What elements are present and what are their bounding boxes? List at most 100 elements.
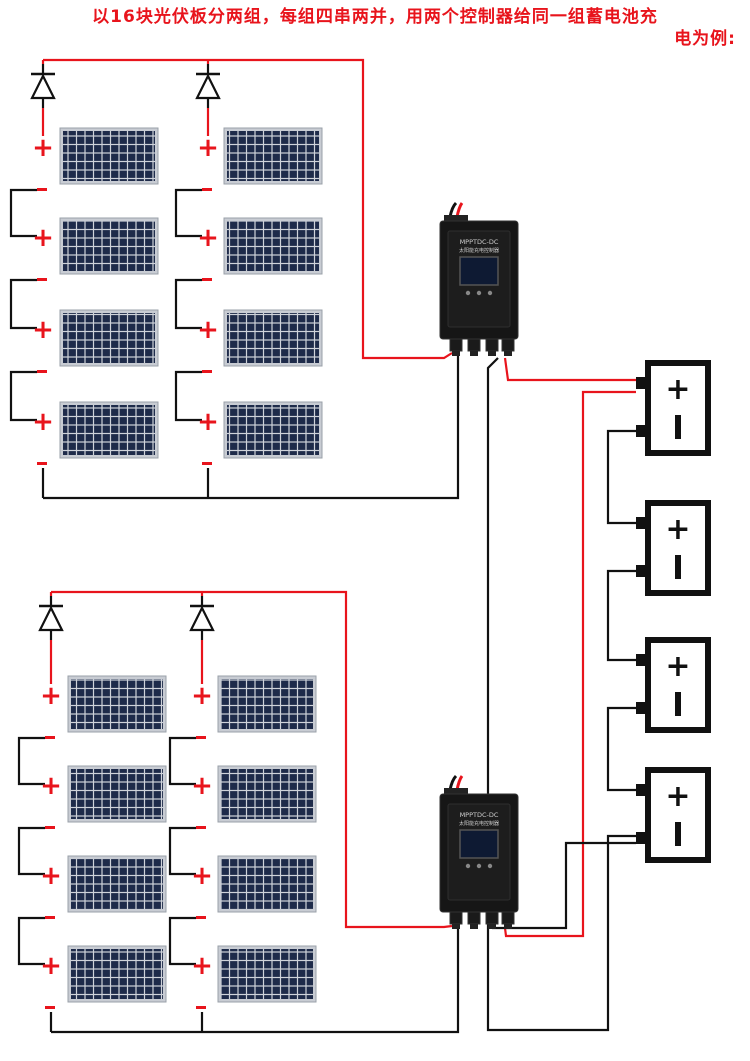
positive-sign: + bbox=[191, 771, 213, 801]
negative-sign bbox=[45, 736, 55, 739]
battery-minus-symbol bbox=[675, 692, 681, 716]
positive-sign: + bbox=[197, 315, 219, 345]
solar-panel-g1-c1-r1 bbox=[59, 127, 159, 185]
battery-4: + bbox=[636, 767, 711, 863]
battery-negative-terminal bbox=[636, 565, 648, 577]
blocking-diode-icon bbox=[189, 596, 215, 640]
caption-line-1: 以16块光伏板分两组，每组四串两并，用两个控制器给同一组蓄电池充 bbox=[92, 7, 658, 27]
battery-negative-wire bbox=[492, 841, 636, 930]
negative-sign bbox=[202, 188, 212, 191]
series-jumper-wire bbox=[174, 278, 202, 330]
positive-sign: + bbox=[32, 133, 54, 163]
negative-bus-wire bbox=[51, 928, 460, 1034]
series-jumper-wire bbox=[168, 916, 196, 966]
diagram-caption: 以16块光伏板分两组，每组四串两并，用两个控制器给同一组蓄电池充 电为例: bbox=[8, 6, 742, 50]
battery-negative-terminal bbox=[636, 702, 648, 714]
controller-model-label: MPPTDC-DC bbox=[460, 238, 499, 246]
series-jumper-wire bbox=[168, 826, 196, 876]
negative-sign bbox=[196, 1006, 206, 1009]
negative-sign bbox=[196, 736, 206, 739]
positive-sign: + bbox=[40, 861, 62, 891]
negative-sign bbox=[37, 370, 47, 373]
negative-bus-wire bbox=[43, 355, 460, 500]
battery-negative-terminal bbox=[636, 425, 648, 437]
controller-sub-label: 太阳能充电控制器 bbox=[459, 247, 499, 254]
positive-sign: + bbox=[40, 951, 62, 981]
caption-line-2: 电为例: bbox=[674, 29, 736, 49]
positive-sign: + bbox=[197, 223, 219, 253]
positive-sign: + bbox=[197, 133, 219, 163]
controller-display bbox=[459, 256, 499, 286]
solar-panel-g1-c2-r2 bbox=[223, 217, 323, 275]
battery-plus-symbol: + bbox=[665, 779, 690, 814]
blocking-diode-icon bbox=[195, 64, 221, 108]
controller-display bbox=[459, 829, 499, 859]
series-jumper-wire bbox=[9, 370, 37, 422]
battery-minus-symbol bbox=[675, 415, 681, 439]
blocking-diode-icon bbox=[38, 596, 64, 640]
series-jumper-wire bbox=[17, 826, 45, 876]
positive-sign: + bbox=[32, 223, 54, 253]
negative-sign bbox=[37, 278, 47, 281]
series-jumper-wire bbox=[174, 188, 202, 238]
negative-sign bbox=[37, 462, 47, 465]
battery-plus-symbol: + bbox=[665, 512, 690, 547]
solar-panel-g2-c1-r4 bbox=[67, 945, 167, 1003]
battery-minus-symbol bbox=[675, 555, 681, 579]
series-jumper-wire bbox=[17, 736, 45, 786]
series-jumper-wire bbox=[9, 188, 37, 238]
positive-bus-wire bbox=[51, 590, 453, 929]
series-jumper-wire bbox=[9, 278, 37, 330]
battery-plus-symbol: + bbox=[665, 372, 690, 407]
solar-panel-g2-c1-r2 bbox=[67, 765, 167, 823]
solar-panel-g1-c2-r3 bbox=[223, 309, 323, 367]
positive-sign: + bbox=[32, 407, 54, 437]
solar-panel-g2-c2-r2 bbox=[217, 765, 317, 823]
battery-3: + bbox=[636, 637, 711, 733]
negative-sign bbox=[202, 370, 212, 373]
solar-panel-g1-c1-r2 bbox=[59, 217, 159, 275]
positive-sign: + bbox=[191, 951, 213, 981]
battery-negative-wire bbox=[486, 357, 636, 1032]
series-jumper-wire bbox=[174, 370, 202, 422]
positive-sign: + bbox=[197, 407, 219, 437]
battery-plus-symbol: + bbox=[665, 649, 690, 684]
negative-sign bbox=[202, 278, 212, 281]
negative-sign bbox=[45, 916, 55, 919]
solar-panel-g1-c2-r1 bbox=[223, 127, 323, 185]
negative-sign bbox=[37, 188, 47, 191]
battery-positive-terminal bbox=[636, 654, 648, 666]
battery-series-wire bbox=[606, 429, 636, 525]
battery-positive-terminal bbox=[636, 784, 648, 796]
battery-1: + bbox=[636, 360, 711, 456]
negative-sign bbox=[196, 916, 206, 919]
solar-panel-g1-c2-r4 bbox=[223, 401, 323, 459]
solar-panel-g2-c2-r3 bbox=[217, 855, 317, 913]
battery-positive-wire bbox=[503, 357, 636, 382]
solar-panel-g2-c1-r1 bbox=[67, 675, 167, 733]
controller-sub-label: 太阳能充电控制器 bbox=[459, 820, 499, 827]
battery-series-wire bbox=[606, 706, 636, 792]
solar-panel-g1-c1-r3 bbox=[59, 309, 159, 367]
battery-series-wire bbox=[606, 569, 636, 662]
positive-sign: + bbox=[191, 681, 213, 711]
solar-panel-g1-c1-r4 bbox=[59, 401, 159, 459]
battery-minus-symbol bbox=[675, 822, 681, 846]
positive-sign: + bbox=[40, 771, 62, 801]
battery-positive-terminal bbox=[636, 377, 648, 389]
negative-sign bbox=[196, 826, 206, 829]
battery-negative-terminal bbox=[636, 832, 648, 844]
solar-panel-g2-c2-r1 bbox=[217, 675, 317, 733]
positive-sign: + bbox=[191, 861, 213, 891]
battery-positive-wire bbox=[503, 390, 636, 938]
controller-model-label: MPPTDC-DC bbox=[460, 811, 499, 819]
solar-panel-g2-c2-r4 bbox=[217, 945, 317, 1003]
battery-2: + bbox=[636, 500, 711, 596]
battery-positive-terminal bbox=[636, 517, 648, 529]
series-jumper-wire bbox=[17, 916, 45, 966]
positive-sign: + bbox=[40, 681, 62, 711]
series-jumper-wire bbox=[168, 736, 196, 786]
negative-sign bbox=[45, 1006, 55, 1009]
